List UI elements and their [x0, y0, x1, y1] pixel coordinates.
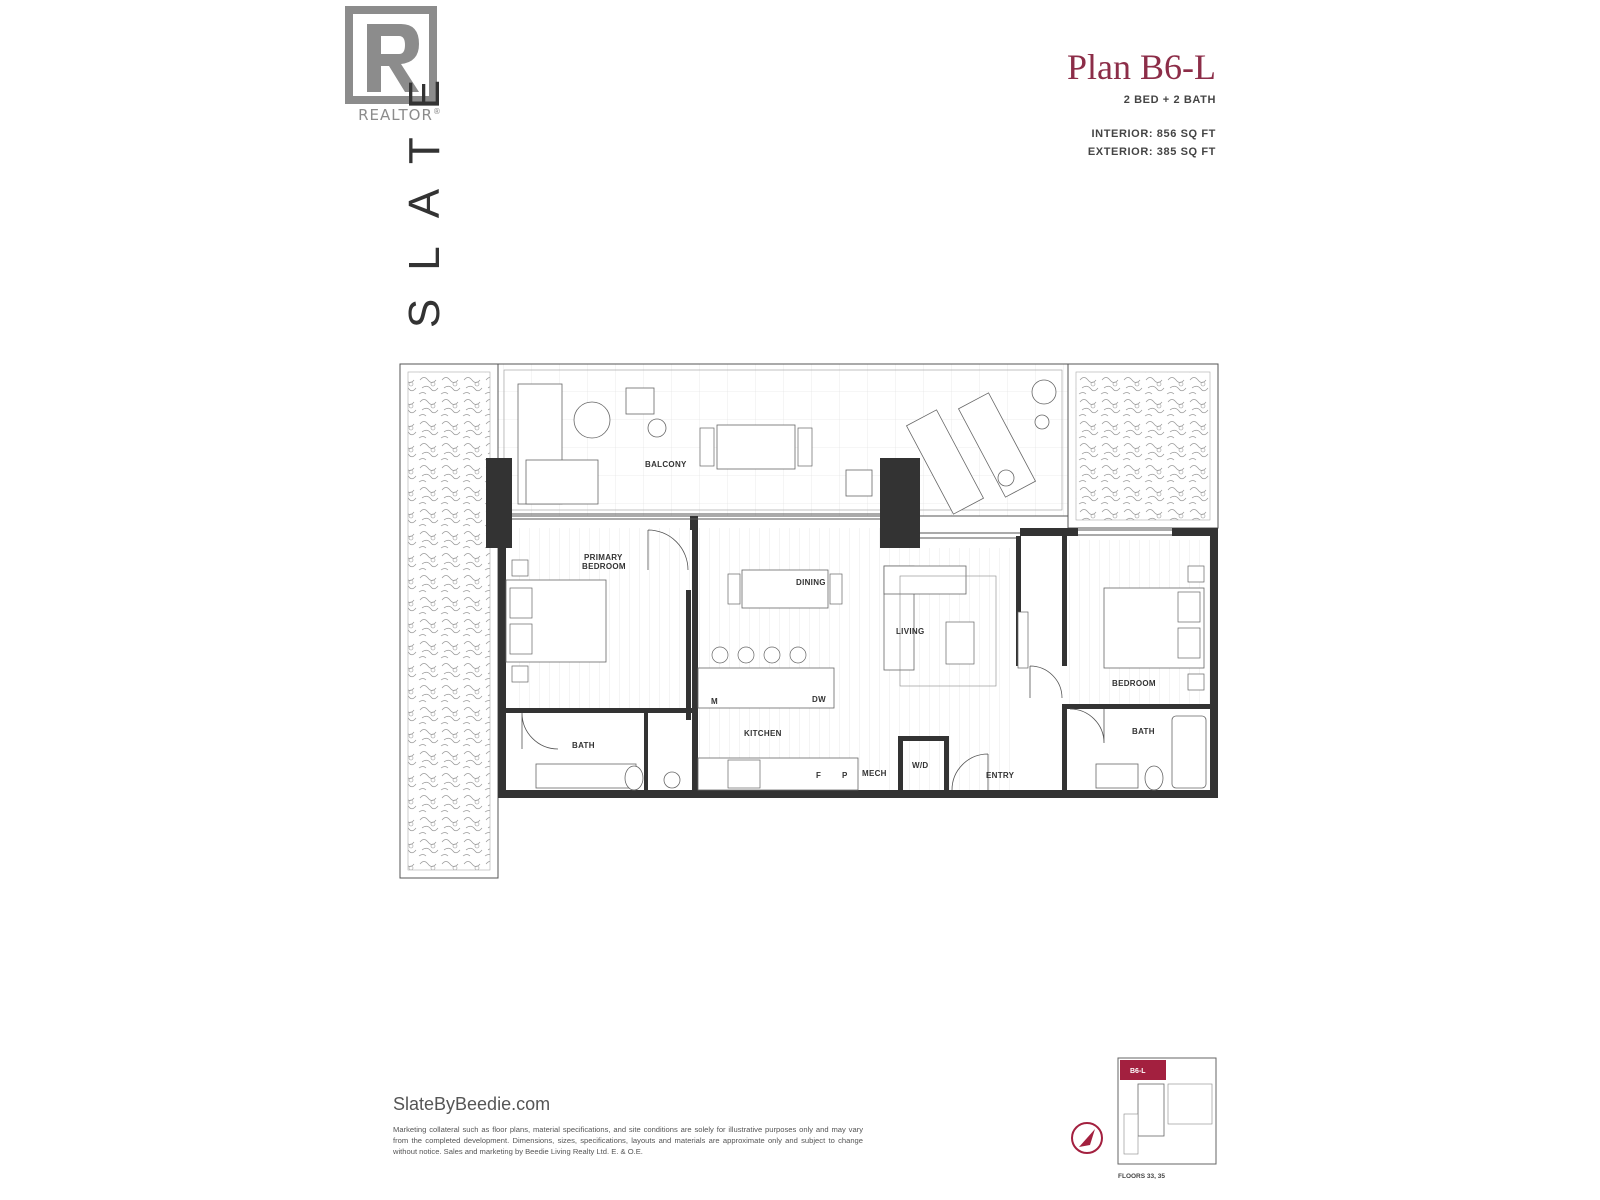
label-bath-left: BATH: [572, 741, 595, 750]
label-kitchen: KITCHEN: [744, 729, 782, 738]
interior-walls: [506, 530, 1210, 790]
realtor-wordmark: REALTOR®: [358, 106, 442, 124]
label-wd: W/D: [912, 761, 928, 770]
planter-left: [399, 363, 499, 879]
second-bedroom-bed: [1103, 565, 1205, 691]
window-wall: [512, 513, 1172, 539]
living-sofa: [883, 565, 1029, 687]
balcony-area: [497, 363, 1069, 517]
plan-interior-area: INTERIOR: 856 SQ FT: [1091, 128, 1216, 140]
label-bedroom: BEDROOM: [1112, 679, 1156, 688]
kitchen-island: [697, 667, 859, 791]
plan-beds-baths: 2 BED + 2 BATH: [1123, 94, 1216, 106]
key-plan-unit-label: B6-L: [1130, 1068, 1146, 1075]
label-fridge: F: [816, 771, 821, 780]
key-plan-floors: FLOORS 33, 35: [1118, 1173, 1165, 1180]
north-arrow-icon: [1071, 1122, 1103, 1154]
label-dishwasher: DW: [812, 695, 826, 704]
label-balcony: BALCONY: [645, 460, 687, 469]
label-primary-bedroom-2: BEDROOM: [582, 562, 626, 571]
key-plan: B6-L FLOORS 33, 35: [1117, 1057, 1217, 1180]
plan-exterior-area: EXTERIOR: 385 SQ FT: [1087, 146, 1216, 158]
label-pantry: P: [842, 771, 848, 780]
disclaimer-text: Marketing collateral such as floor plans…: [393, 1125, 863, 1156]
primary-bedroom-bed: [505, 559, 607, 683]
label-dining: DINING: [796, 578, 826, 587]
exterior-walls: [486, 458, 1218, 798]
dining-table: [711, 569, 843, 664]
label-bath-right: BATH: [1132, 727, 1155, 736]
plan-title: Plan B6-L: [1067, 47, 1216, 87]
label-microwave: M: [711, 697, 718, 706]
key-plan-unit-highlight: [1120, 1060, 1166, 1080]
label-living: LIVING: [896, 627, 924, 636]
planter-right: [1067, 363, 1219, 529]
label-mech: MECH: [862, 769, 887, 778]
website-link[interactable]: SlateByBeedie.com: [393, 1094, 551, 1114]
realtor-logo-icon: [345, 6, 437, 104]
label-primary-bedroom-1: PRIMARY: [584, 553, 623, 562]
bath-fixtures: [535, 715, 1207, 791]
label-entry: ENTRY: [986, 771, 1015, 780]
door-swings: [521, 529, 1105, 791]
